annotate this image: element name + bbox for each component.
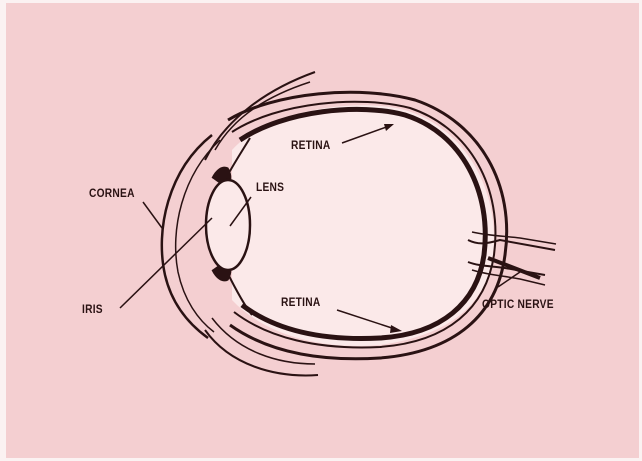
lens-label: LENS: [256, 180, 284, 194]
lens: [206, 180, 250, 270]
iris-leader: [120, 218, 212, 308]
cornea-label: CORNEA: [89, 186, 135, 200]
optic-nerve-label: OPTIC NERVE: [482, 297, 554, 311]
cornea-leader: [143, 202, 162, 228]
cornea-outer: [162, 135, 212, 338]
retina-label-top: RETINA: [291, 138, 330, 152]
iris-label: IRIS: [82, 302, 103, 316]
retina-label-bottom: RETINA: [281, 295, 320, 309]
